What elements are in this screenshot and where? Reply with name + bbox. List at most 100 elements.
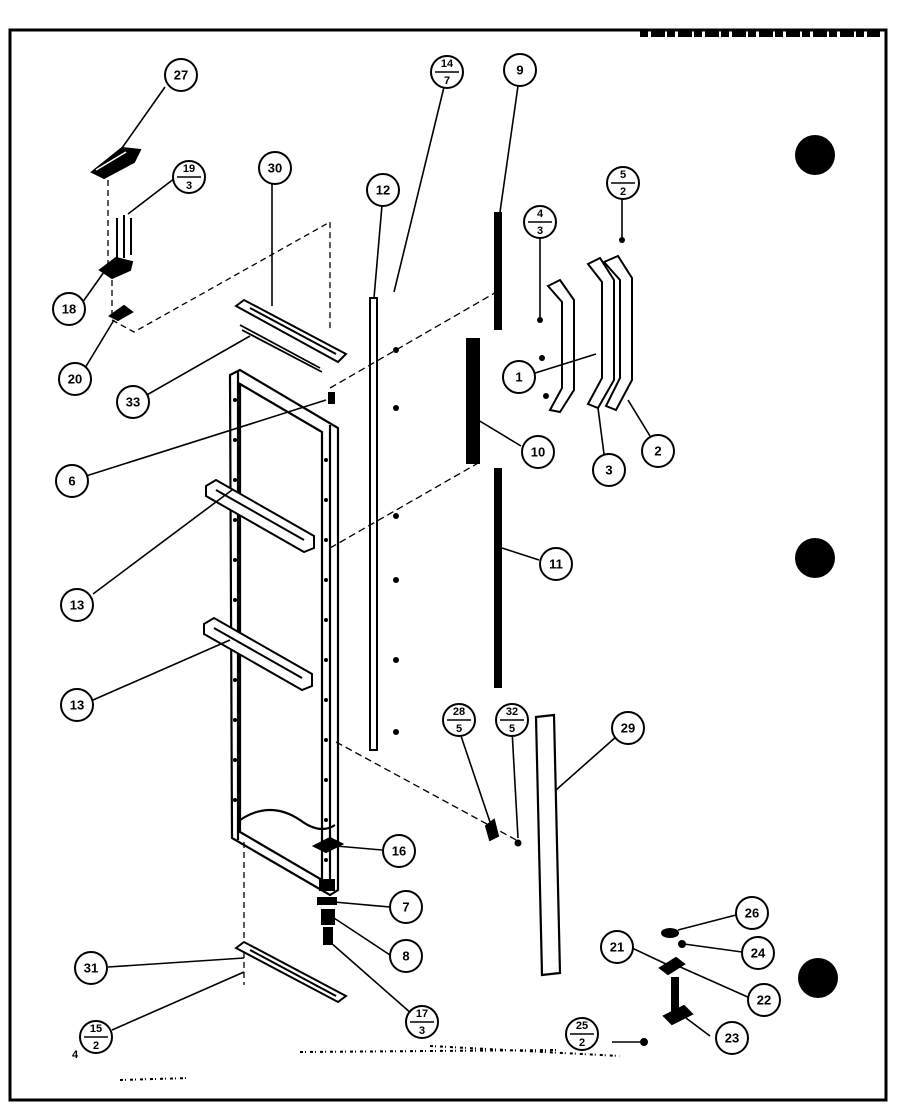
svg-text:32: 32 [506, 706, 518, 718]
leader-lines [81, 85, 751, 1037]
top-hinge-screws [116, 215, 132, 258]
svg-text:22: 22 [757, 993, 771, 1008]
svg-text:20: 20 [68, 372, 82, 387]
gasket-strip-top [239, 324, 323, 373]
gasket-rod-guide-lines [329, 289, 521, 843]
callout-2: 2 [641, 434, 675, 468]
svg-text:2: 2 [620, 186, 626, 198]
callout-9: 9 [503, 53, 537, 87]
svg-text:4: 4 [537, 208, 544, 220]
callout-17-3: 173 [405, 1005, 439, 1039]
svg-text:7: 7 [402, 900, 409, 915]
callout-3: 3 [592, 453, 626, 487]
bottom-hinge-stack [311, 836, 345, 945]
svg-text:13: 13 [70, 698, 84, 713]
breaker-strip-11 [494, 468, 502, 688]
callout-13-upper: 13 [60, 588, 94, 622]
svg-text:27: 27 [174, 68, 188, 83]
svg-text:15: 15 [90, 1023, 102, 1035]
callout-25-2: 252 [565, 1017, 599, 1051]
door-gasket-rod [369, 297, 378, 751]
svg-text:3: 3 [605, 463, 612, 478]
svg-text:11: 11 [549, 557, 563, 572]
callout-26: 26 [735, 896, 769, 930]
hinge-alignment-line [107, 180, 331, 333]
svg-text:18: 18 [62, 302, 76, 317]
binder-hole-bottom [798, 958, 838, 998]
callout-27: 27 [164, 58, 198, 92]
svg-text:29: 29 [621, 721, 635, 736]
top-hinge-cover [90, 146, 142, 180]
breaker-strip-9 [494, 212, 502, 330]
small-screw-28 [484, 818, 522, 847]
svg-text:3: 3 [419, 1025, 425, 1037]
callout-19-3: 193 [172, 160, 206, 194]
svg-text:30: 30 [268, 161, 282, 176]
callout-6: 6 [55, 464, 89, 498]
svg-text:21: 21 [610, 940, 624, 955]
callout-16: 16 [382, 834, 416, 868]
svg-text:33: 33 [126, 395, 140, 410]
callout-7: 7 [389, 890, 423, 924]
callout-14-7: 147 [430, 55, 464, 89]
svg-text:3: 3 [537, 225, 543, 237]
svg-text:10: 10 [531, 445, 545, 460]
callout-8: 8 [389, 939, 423, 973]
svg-text:5: 5 [620, 169, 626, 181]
callout-32-5: 325 [495, 703, 529, 737]
callout-10: 10 [521, 435, 555, 469]
handle-screws [537, 237, 625, 399]
svg-text:24: 24 [751, 946, 766, 961]
svg-text:9: 9 [516, 63, 523, 78]
svg-text:26: 26 [745, 906, 759, 921]
top-hinge-bracket [98, 256, 134, 280]
callout-29: 29 [611, 711, 645, 745]
bottom-right-hinge [640, 928, 694, 1046]
svg-text:2: 2 [579, 1037, 585, 1049]
svg-text:2: 2 [654, 444, 661, 459]
callout-22: 22 [747, 983, 781, 1017]
svg-text:12: 12 [376, 183, 390, 198]
svg-text:17: 17 [416, 1008, 428, 1020]
breaker-strip-10 [466, 338, 480, 464]
svg-text:8: 8 [402, 949, 409, 964]
binder-hole-middle [795, 538, 835, 578]
top-hinge-pin [108, 304, 134, 322]
door-handle-29 [534, 713, 562, 977]
part-6-plug [328, 392, 335, 404]
gasket-rod-screws [393, 347, 399, 735]
page-number: 4 [72, 1049, 79, 1061]
binder-hole-top [795, 135, 835, 175]
door-top-cap [234, 298, 348, 364]
callout-12: 12 [366, 173, 400, 207]
door-handle-trim [546, 254, 633, 414]
svg-text:2: 2 [93, 1040, 99, 1052]
callout-21: 21 [600, 930, 634, 964]
door-bottom-cap [234, 940, 348, 1004]
callout-15-2: 152 [79, 1020, 113, 1054]
callout-11: 11 [539, 547, 573, 581]
callout-20: 20 [58, 362, 92, 396]
callout-18: 18 [52, 292, 86, 326]
svg-text:23: 23 [725, 1031, 739, 1046]
svg-text:31: 31 [84, 961, 98, 976]
callout-13-lower: 13 [60, 688, 94, 722]
callout-5-2: 52 [606, 166, 640, 200]
callout-23: 23 [715, 1021, 749, 1055]
callout-28-5: 285 [442, 703, 476, 737]
callout-31: 31 [74, 951, 108, 985]
page-border [8, 28, 888, 1102]
svg-text:7: 7 [444, 75, 450, 87]
shelf-bracket-upper [205, 478, 315, 554]
svg-text:28: 28 [453, 706, 465, 718]
svg-text:16: 16 [392, 844, 406, 859]
door-liner [228, 368, 340, 897]
svg-text:6: 6 [68, 474, 75, 489]
svg-text:25: 25 [576, 1020, 588, 1032]
shelf-bracket-lower [203, 616, 313, 692]
svg-text:5: 5 [509, 723, 515, 735]
svg-text:19: 19 [183, 163, 195, 175]
callout-4-3: 43 [523, 205, 557, 239]
callout-30: 30 [258, 151, 292, 185]
